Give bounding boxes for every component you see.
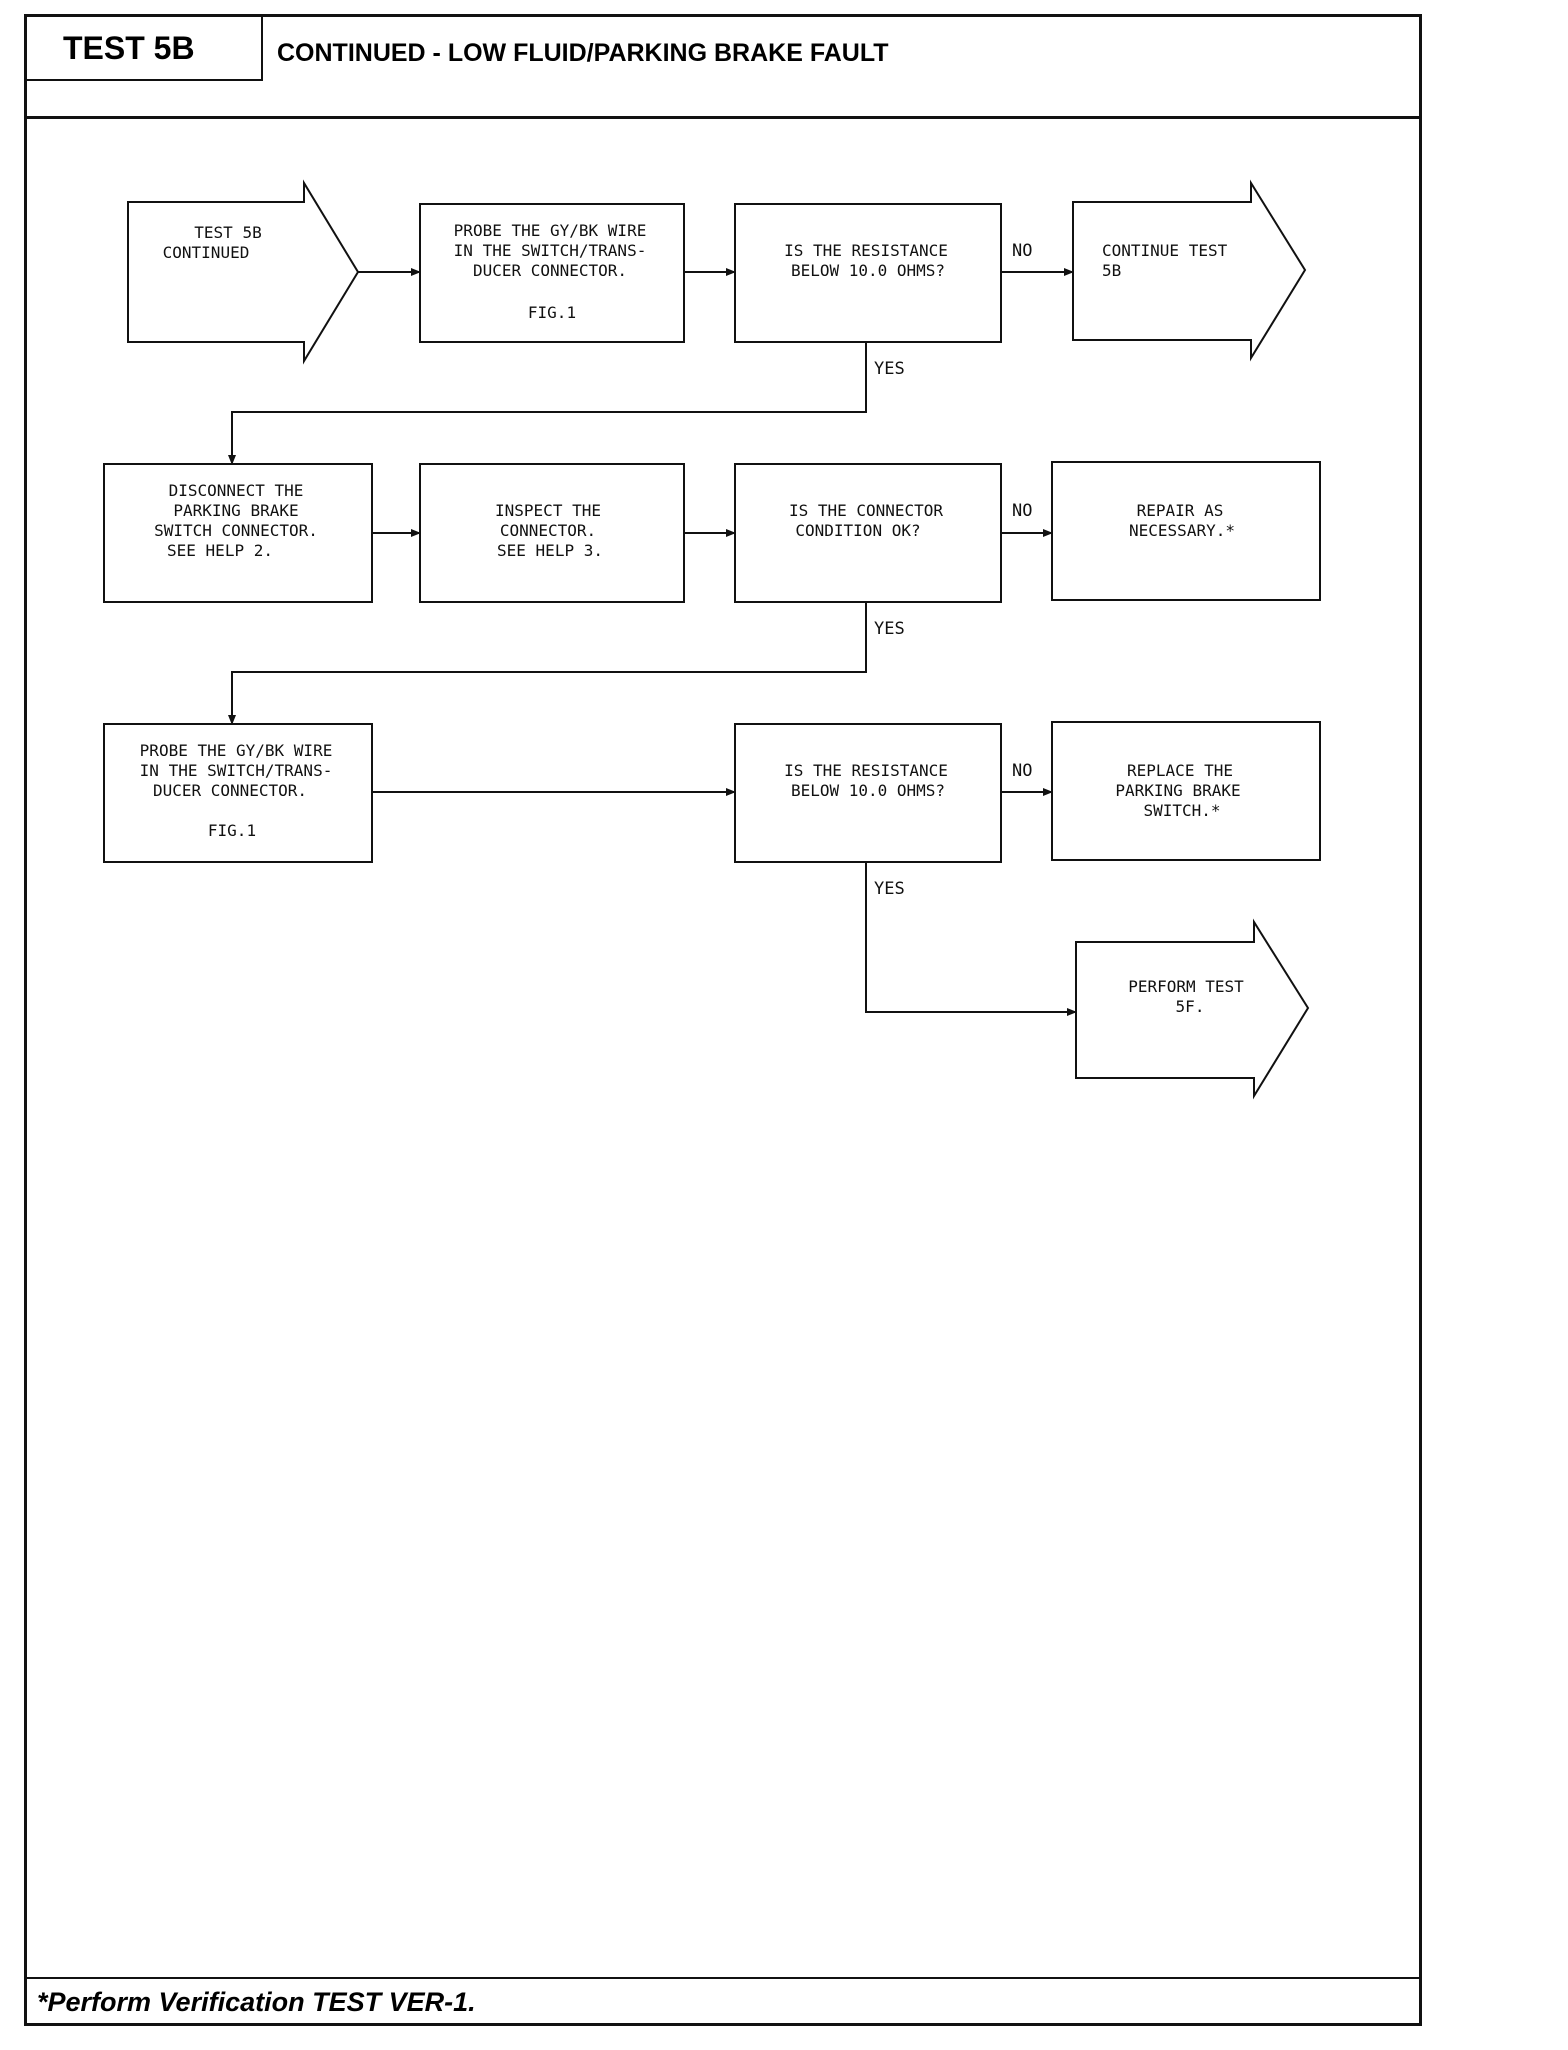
test-label: TEST 5B [27, 17, 263, 81]
q2-yes-label: YES [874, 619, 905, 639]
step-probe-gy-bk-2 [103, 723, 373, 863]
step-probe-gy-bk-1-text: PROBE THE GY/BK WIRE IN THE SWITCH/TRANS… [454, 221, 651, 322]
action-repair-text: REPAIR AS NECESSARY.* [1129, 501, 1235, 540]
footer-note: *Perform Verification TEST VER-1. [27, 1977, 1419, 2023]
connector-q2-yes [228, 602, 867, 725]
header: TEST 5B CONTINUED - LOW FLUID/PARKING BR… [27, 17, 1419, 119]
step-inspect-connector-text: INSPECT THE CONNECTOR. SEE HELP 3. [495, 501, 605, 560]
action-replace-switch [1051, 721, 1321, 861]
question-resistance-2 [734, 723, 1002, 863]
connector-q1-yes [228, 342, 867, 465]
step-disconnect-connector [103, 463, 373, 603]
continue-test-text: CONTINUE TEST 5B [1102, 241, 1231, 280]
q1-yes-label: YES [874, 359, 905, 379]
question-resistance-1 [734, 203, 1002, 343]
connector-q3-yes [865, 862, 1077, 1016]
question-connector-condition-text: IS THE CONNECTOR CONDITION OK? [789, 501, 947, 540]
step-probe-gy-bk-1 [419, 203, 685, 343]
question-resistance-2-text: IS THE RESISTANCE BELOW 10.0 OHMS? [784, 761, 952, 800]
q3-yes-label: YES [874, 879, 905, 899]
action-repair [1051, 461, 1321, 601]
q3-no-label: NO [1012, 761, 1032, 781]
start-arrow-shape [127, 179, 360, 365]
action-replace-switch-text: REPLACE THE PARKING BRAKE SWITCH.* [1115, 761, 1244, 820]
page-title: CONTINUED - LOW FLUID/PARKING BRAKE FAUL… [277, 39, 889, 67]
start-text: TEST 5B CONTINUED [163, 223, 266, 262]
page-frame: TEST 5B CONTINUED - LOW FLUID/PARKING BR… [24, 14, 1422, 2026]
perform-test-arrow-shape [1075, 918, 1310, 1100]
q1-no-label: NO [1012, 241, 1032, 261]
perform-test-text: PERFORM TEST 5F. [1128, 977, 1248, 1016]
continue-test-arrow-shape [1072, 179, 1307, 362]
question-resistance-1-text: IS THE RESISTANCE BELOW 10.0 OHMS? [784, 241, 952, 280]
q2-no-label: NO [1012, 501, 1032, 521]
step-probe-gy-bk-2-text: PROBE THE GY/BK WIRE IN THE SWITCH/TRANS… [140, 741, 337, 840]
step-disconnect-connector-text: DISCONNECT THE PARKING BRAKE SWITCH CONN… [154, 481, 322, 560]
step-inspect-connector [419, 463, 685, 603]
